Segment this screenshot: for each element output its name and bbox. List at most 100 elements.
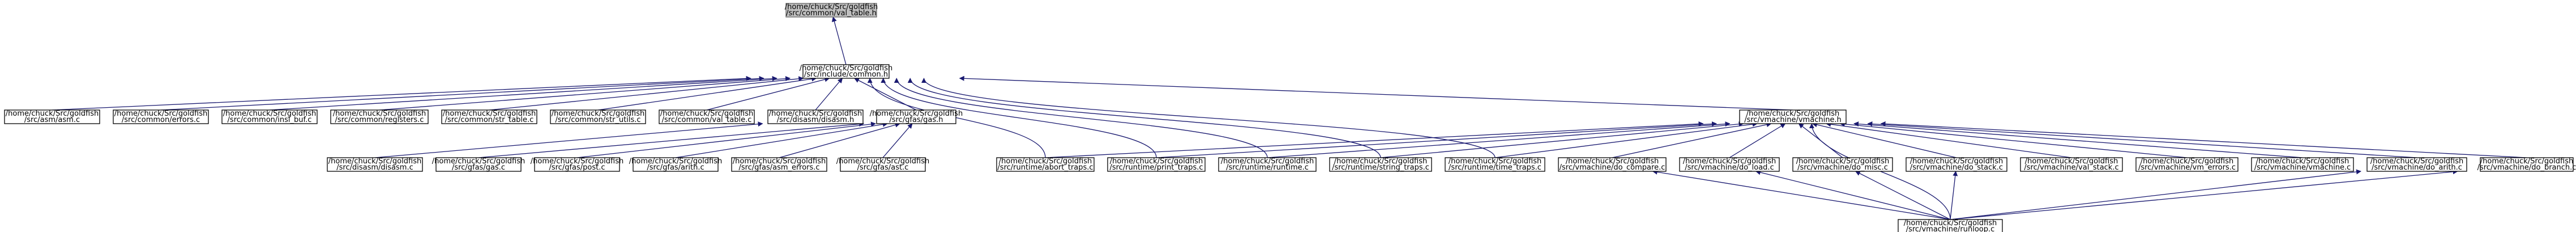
- edge-disasm_h-to-common_h: [815, 78, 843, 111]
- file-node-val-table-c[interactable]: /home/chuck/Src/goldfish/src/common/val_…: [659, 109, 755, 124]
- node-path-prefix: /home/chuck/Src/goldfish: [1221, 157, 1314, 166]
- file-node-print-traps-c[interactable]: /home/chuck/Src/goldfish/src/runtime/pri…: [1107, 157, 1206, 172]
- edge-do_arith_c-to-vm_h: [1867, 121, 2417, 158]
- node-box: [785, 3, 877, 18]
- node-path-prefix: /home/chuck/Src/goldfish: [660, 109, 753, 118]
- node-path-prefix: /home/chuck/Src/goldfish: [6, 109, 99, 118]
- node-path-prefix: /home/chuck/Src/goldfish: [836, 157, 929, 166]
- file-node-gas-h[interactable]: /home/chuck/Src/goldfish/src/gfas/gas.h: [870, 109, 963, 124]
- node-path-prefix: /home/chuck/Src/goldfish: [2480, 157, 2573, 166]
- file-node-str-utils-c[interactable]: /home/chuck/Src/goldfish/src/common/str_…: [550, 109, 646, 124]
- node-file-path: /src/vmachine/vmachine.h: [1744, 116, 1842, 124]
- node-file-path: /src/disasm/disasm.h: [777, 116, 855, 124]
- edge-vm_h-to-common_h: [959, 75, 1793, 111]
- edge-runloop_c-to-do_load_c: [1755, 170, 1951, 220]
- node-box: [2251, 157, 2354, 172]
- file-node-gas-c[interactable]: /home/chuck/Src/goldfish/src/gfas/gas.c: [432, 157, 525, 172]
- node-file-path: /src/vmachine/do_load.c: [1685, 163, 1774, 172]
- file-node-vmachine-c[interactable]: /home/chuck/Src/goldfish/src/vmachine/vm…: [2251, 157, 2354, 172]
- node-file-path: /src/runtime/string_traps.c: [1332, 163, 1429, 172]
- node-box: [550, 109, 646, 124]
- file-node-errors-c[interactable]: /home/chuck/Src/goldfish/src/common/erro…: [113, 109, 209, 124]
- edge-asm_errors_c-to-gas_h: [779, 122, 900, 158]
- node-file-path: /src/vmachine/val_stack.c: [2024, 163, 2118, 172]
- node-path-prefix: /home/chuck/Src/goldfish: [1449, 157, 1541, 166]
- file-node-asm-c[interactable]: /home/chuck/Src/goldfish/src/asm/asm.c: [4, 109, 100, 124]
- file-node-str-table-c[interactable]: /home/chuck/Src/goldfish/src/common/str_…: [441, 109, 537, 124]
- file-node-common-h[interactable]: /home/chuck/Src/goldfish/src/include/com…: [800, 64, 892, 79]
- edge-time_traps_c-to-common_h: [921, 78, 1496, 158]
- node-box: [1107, 157, 1206, 172]
- node-box: [802, 64, 890, 79]
- node-file-path: /src/common/str_table.c: [445, 116, 534, 124]
- edge-runtime_c-to-vm_h: [1267, 121, 1731, 158]
- file-node-ast-c[interactable]: /home/chuck/Src/goldfish/src/gfas/ast.c: [836, 157, 929, 172]
- node-box: [996, 157, 1095, 172]
- node-file-path: /src/vmachine/do_arith.c: [2372, 163, 2462, 172]
- edge-abort_traps_c-to-common_h: [867, 78, 1046, 158]
- file-node-arith-c[interactable]: /home/chuck/Src/goldfish/src/gfas/arith.…: [629, 157, 722, 172]
- edge-do_load_c-to-vm_h: [1729, 123, 1786, 158]
- file-node-do-stack-c[interactable]: /home/chuck/Src/goldfish/src/vmachine/do…: [1906, 157, 2007, 172]
- file-node-do-misc-c[interactable]: /home/chuck/Src/goldfish/src/vmachine/do…: [1792, 157, 1893, 172]
- node-box: [1218, 157, 1317, 172]
- file-node-disasm-h[interactable]: /home/chuck/Src/goldfish/src/disasm/disa…: [767, 109, 864, 124]
- node-box: [441, 109, 537, 124]
- file-node-vm-errors-c[interactable]: /home/chuck/Src/goldfish/src/vmachine/vm…: [2135, 157, 2238, 172]
- edge-runloop_c-to-do_arith_c: [1950, 169, 2362, 220]
- node-file-path: /src/runtime/print_traps.c: [1109, 163, 1203, 172]
- edge-runloop_c-to-do_misc_c: [1855, 171, 1951, 220]
- node-box: [534, 157, 620, 172]
- node-box: [767, 109, 864, 124]
- edge-print_traps_c-to-vm_h: [1156, 121, 1718, 158]
- node-box: [1906, 157, 2007, 172]
- edge-string_traps_c-to-common_h: [907, 78, 1381, 158]
- node-path-prefix: /home/chuck/Src/goldfish: [769, 109, 862, 118]
- file-node-runtime-c[interactable]: /home/chuck/Src/goldfish/src/runtime/run…: [1218, 157, 1317, 172]
- node-file-path: /src/vmachine/do_branch.c: [2477, 163, 2576, 172]
- file-node-do-branch-c[interactable]: /home/chuck/Src/goldfish/src/vmachine/do…: [2477, 157, 2576, 172]
- edge-do_stack_c-to-vm_h: [1812, 122, 1957, 158]
- file-node-do-compare-c[interactable]: /home/chuck/Src/goldfish/src/vmachine/do…: [1558, 157, 1667, 172]
- node-path-prefix: /home/chuck/Src/goldfish: [1796, 157, 1889, 166]
- edge-abort_traps_c-to-vm_h: [1045, 121, 1704, 158]
- node-path-prefix: /home/chuck/Src/goldfish: [1904, 219, 1997, 227]
- file-node-disasm-c[interactable]: /home/chuck/Src/goldfish/src/disasm/disa…: [327, 157, 423, 172]
- file-node-do-arith-c[interactable]: /home/chuck/Src/goldfish/src/vmachine/do…: [2366, 157, 2467, 172]
- edge-vm_errors_c-to-vm_h: [1839, 121, 2188, 158]
- file-node-insl-buf-c[interactable]: /home/chuck/Src/goldfish/src/common/insl…: [221, 109, 318, 124]
- file-node-string-traps-c[interactable]: /home/chuck/Src/goldfish/src/runtime/str…: [1329, 157, 1432, 172]
- file-node-registers-c[interactable]: /home/chuck/Src/goldfish/src/common/regi…: [330, 109, 429, 124]
- node-path-prefix: /home/chuck/Src/goldfish: [328, 157, 421, 166]
- file-node-runloop-c[interactable]: /home/chuck/Src/goldfish/src/vmachine/ru…: [1898, 219, 2003, 232]
- node-path-prefix: /home/chuck/Src/goldfish: [733, 157, 826, 166]
- node-file-path: /src/disasm/disasm.c: [336, 163, 413, 172]
- node-path-prefix: /home/chuck/Src/goldfish: [1110, 157, 1203, 166]
- node-path-prefix: /home/chuck/Src/goldfish: [870, 109, 963, 118]
- node-box: [2020, 157, 2123, 172]
- node-file-path: /src/gfas/post.c: [549, 163, 605, 172]
- node-path-prefix: /home/chuck/Src/goldfish: [223, 109, 316, 118]
- file-node-time-traps-c[interactable]: /home/chuck/Src/goldfish/src/runtime/tim…: [1445, 157, 1545, 172]
- edge-do_branch_c-to-vm_h: [1880, 121, 2527, 158]
- file-node-vm-h[interactable]: /home/chuck/Src/goldfish/src/vmachine/vm…: [1739, 109, 1847, 124]
- node-box: [1445, 157, 1545, 172]
- node-file-path: /src/vmachine/runloop.c: [1906, 225, 1995, 232]
- file-node-abort-traps-c[interactable]: /home/chuck/Src/goldfish/src/runtime/abo…: [996, 157, 1095, 172]
- file-node-do-load-c[interactable]: /home/chuck/Src/goldfish/src/vmachine/do…: [1679, 157, 1780, 172]
- node-path-prefix: /home/chuck/Src/goldfish: [2256, 157, 2349, 166]
- node-box: [1739, 109, 1847, 124]
- node-box: [659, 109, 755, 124]
- node-file-path: /src/include/common.h: [804, 70, 888, 79]
- node-file-path: /src/gfas/asm_errors.c: [738, 163, 819, 172]
- file-node-asm-errors-c[interactable]: /home/chuck/Src/goldfish/src/gfas/asm_er…: [731, 157, 827, 172]
- dependency-edges: [52, 16, 2527, 220]
- node-path-prefix: /home/chuck/Src/goldfish: [531, 157, 623, 166]
- edge-registers_c-to-common_h: [379, 76, 791, 111]
- edge-asm_c-to-common_h: [52, 75, 751, 111]
- edge-post_c-to-gas_h: [576, 121, 877, 158]
- node-file-path: /src/gfas/gas.h: [889, 116, 943, 124]
- file-node-post-c[interactable]: /home/chuck/Src/goldfish/src/gfas/post.c: [531, 157, 623, 172]
- node-path-prefix: /home/chuck/Src/goldfish: [114, 109, 207, 118]
- file-node-val-stack-c[interactable]: /home/chuck/Src/goldfish/src/vmachine/va…: [2020, 157, 2123, 172]
